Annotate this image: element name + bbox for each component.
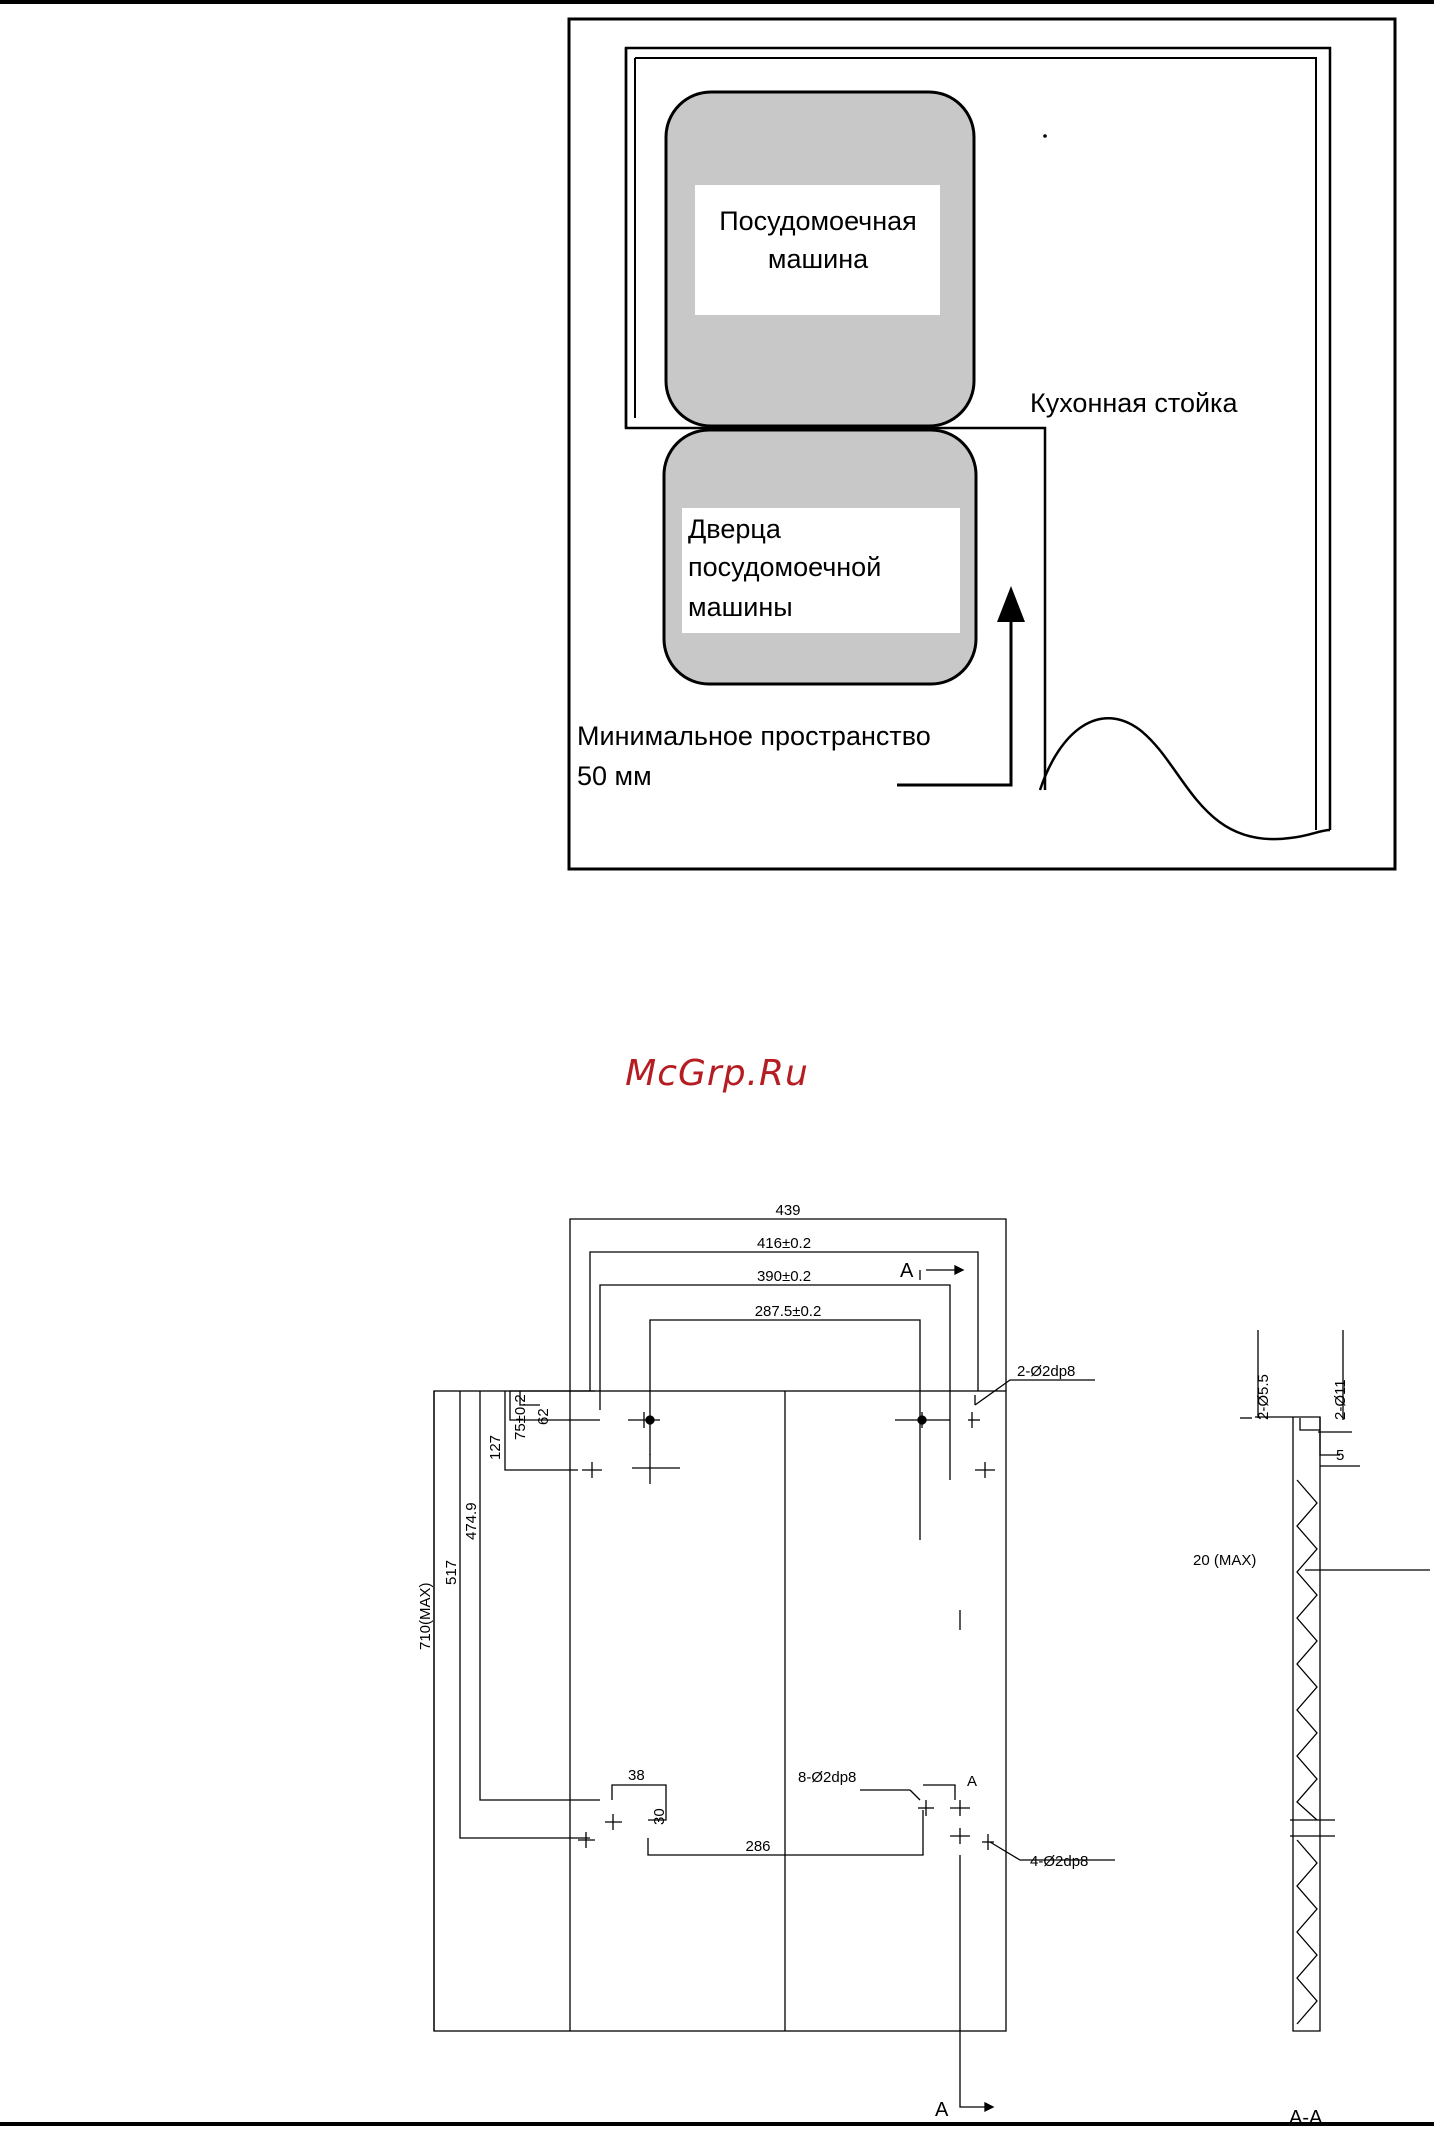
dim-30: 30 bbox=[651, 1808, 668, 1825]
dim-517: 517 bbox=[443, 1560, 460, 1585]
dim-474: 474.9 bbox=[463, 1502, 480, 1540]
section-zigzag bbox=[1297, 1480, 1317, 1820]
counter-wavy-edge bbox=[1040, 718, 1330, 839]
template-drawing bbox=[434, 1219, 1115, 2111]
sec-d55: 2-Ø5.5 bbox=[1255, 1374, 1272, 1420]
section-view bbox=[1240, 1330, 1430, 2031]
sec-20: 20 (MAX) bbox=[1193, 1552, 1256, 1569]
dim-286: 286 bbox=[745, 1838, 770, 1855]
hole-callout-mid: 8-Ø2dp8 bbox=[798, 1769, 856, 1786]
dim-710: 710(MAX) bbox=[417, 1582, 434, 1650]
dim-439: 439 bbox=[775, 1202, 800, 1219]
section-mark-bottom: A bbox=[935, 2099, 949, 2121]
dim-127: 127 bbox=[487, 1435, 504, 1460]
hole-callout-low: 4-Ø2dp8 bbox=[1030, 1853, 1088, 1870]
bottom-rule bbox=[0, 2122, 1434, 2126]
dim-62: 62 bbox=[535, 1408, 552, 1425]
sec-d11: 2-Ø11 bbox=[1332, 1379, 1349, 1420]
door-label-2: посудомоечной bbox=[688, 552, 881, 582]
min-space-label-1: Минимальное пространство bbox=[577, 721, 931, 751]
dishwasher-label-2: машина bbox=[768, 244, 869, 274]
door-label-1: Дверца bbox=[688, 514, 782, 544]
dim-390: 390±0.2 bbox=[757, 1268, 811, 1285]
sec-5: 5 bbox=[1336, 1447, 1344, 1464]
dim-416: 416±0.2 bbox=[757, 1235, 811, 1252]
section-mark-top: A bbox=[900, 1260, 914, 1282]
door-label-3: машины bbox=[688, 592, 793, 622]
dim-287: 287.5±0.2 bbox=[755, 1303, 822, 1320]
dishwasher-label-1: Посудомоечная bbox=[719, 206, 917, 236]
hole-callout-top: 2-Ø2dp8 bbox=[1017, 1363, 1075, 1380]
watermark: McGrp.Ru bbox=[0, 1053, 1434, 1094]
dim-38: 38 bbox=[628, 1767, 645, 1784]
min-space-label-2: 50 мм bbox=[577, 761, 652, 791]
section-mark-mid: A bbox=[967, 1773, 977, 1790]
dim-75: 75±0.2 bbox=[512, 1394, 529, 1440]
counter-label: Кухонная стойка bbox=[1030, 388, 1238, 418]
